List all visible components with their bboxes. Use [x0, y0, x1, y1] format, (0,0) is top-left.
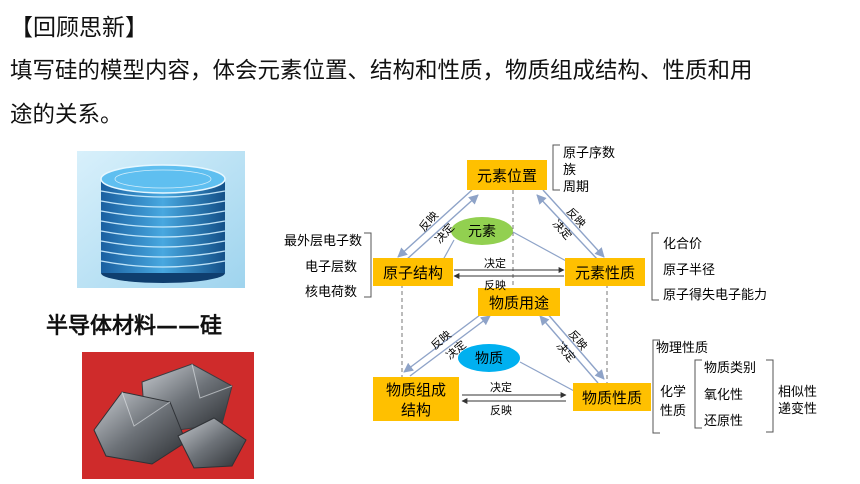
matter-chem-label-1: 化学	[660, 384, 686, 400]
structure-item-1: 最外层电子数	[284, 234, 362, 249]
matter-chem-label-2: 性质	[660, 404, 686, 419]
matter-chem-item-1: 物质类别	[704, 361, 756, 376]
label-element-property: 元素性质	[575, 264, 635, 282]
matter-chem-item-3: 还原性	[704, 414, 743, 429]
position-item-3: 周期	[563, 180, 589, 195]
property-item-2: 原子半径	[663, 263, 715, 278]
property-item-3: 原子得失电子能力	[663, 287, 767, 303]
label-decide-bottom: 决定	[490, 380, 512, 394]
page-title: 【回顾思新】	[10, 15, 148, 41]
label-atomic-structure: 原子结构	[383, 264, 443, 282]
caption-silicon: 半导体材料——硅	[46, 314, 223, 339]
position-item-1: 原子序数	[563, 146, 615, 161]
label-reflect-mid: 反映	[484, 279, 506, 292]
oval-element-label: 元素	[468, 224, 496, 240]
box-element-position	[467, 160, 547, 190]
matter-physical: 物理性质	[656, 341, 708, 356]
box-matter-use	[478, 288, 560, 316]
label-matter-property: 物质性质	[582, 389, 642, 407]
oval-element	[451, 217, 513, 245]
label-matter-use: 物质用途	[489, 294, 549, 312]
label-matter-composition-2: 结构	[401, 401, 431, 419]
intro-line-1: 填写硅的模型内容，体会元素位置、结构和性质，物质组成结构、性质和用	[10, 58, 753, 84]
box-atomic-structure	[373, 258, 453, 286]
label-reflect-bottom: 反映	[490, 404, 512, 417]
property-item-1: 化合价	[663, 237, 702, 252]
box-matter-property	[573, 383, 651, 411]
structure-item-2: 电子层数	[305, 260, 357, 275]
label-reflect-tl: 反映	[417, 209, 441, 234]
label-decide-mid: 决定	[484, 256, 506, 270]
wafer-photo	[77, 151, 245, 288]
oval-matter	[458, 344, 520, 372]
structure-item-3: 核电荷数	[305, 285, 357, 300]
label-element-position: 元素位置	[477, 167, 537, 185]
silicon-lump-photo	[82, 352, 254, 479]
intro-line-2: 途的关系。	[10, 102, 123, 128]
label-matter-composition-1: 物质组成	[386, 381, 446, 399]
box-matter-composition	[373, 377, 459, 421]
position-item-2: 族	[563, 162, 576, 178]
oval-matter-label: 物质	[475, 351, 503, 367]
box-element-property	[565, 258, 645, 286]
matter-chem-item-2: 氧化性	[704, 388, 743, 403]
matter-right-1: 相似性	[778, 385, 817, 400]
matter-right-2: 递变性	[778, 401, 817, 417]
